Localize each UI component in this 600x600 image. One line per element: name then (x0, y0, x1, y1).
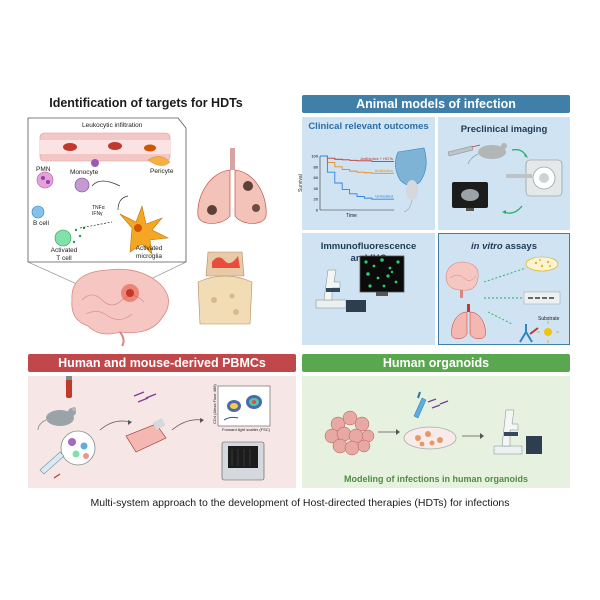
series-label: Antibiotics (375, 168, 393, 173)
arrow (99, 420, 131, 431)
series-line (320, 155, 394, 200)
y-tick-label: 80 (314, 164, 319, 169)
y-tick-label: 100 (311, 154, 318, 159)
b-cell-label: B cell (33, 220, 49, 227)
arrow (117, 195, 129, 211)
series-label: Antibiotics + HDTs (360, 156, 393, 161)
in-vitro-title: in vitro assays (438, 241, 570, 253)
series-line (320, 155, 394, 174)
pbmc-x-axis-label: Forward light scatter (FSC) (222, 427, 271, 432)
footer-caption: Multi-system approach to the development… (90, 497, 510, 509)
y-tick-label: 40 (314, 186, 319, 191)
animal-models-header: Animal models of infection (302, 95, 570, 113)
substrate-label: Substrate (538, 316, 560, 322)
t-cell-label: Activated T cell (50, 247, 78, 262)
red-blood-cell (144, 144, 156, 152)
microglia-label: Activated microglia (135, 245, 163, 260)
y-tick-label: 20 (314, 197, 319, 202)
arrow (79, 221, 113, 229)
bacteria-icon (427, 398, 449, 409)
lungs-icon (197, 169, 231, 224)
controller-icon (346, 300, 366, 312)
pmn-label: PMN (36, 166, 51, 173)
trachea-icon (467, 304, 470, 312)
organoids-caption: Modeling of infections in human organoid… (344, 474, 528, 484)
bacteria-icon (133, 391, 157, 403)
pipette-icon (413, 397, 427, 419)
in-vitro-title-em: in vitro (470, 241, 503, 252)
pmn-icon (36, 171, 54, 189)
clinical-title: Clinical relevant outcomes (308, 121, 429, 132)
brain-icon (445, 261, 479, 291)
series-line (320, 155, 394, 162)
t-cell-icon (54, 229, 72, 247)
lungs-icon (451, 311, 468, 339)
y-tick-label: 60 (314, 175, 319, 180)
series-label: Untreated (375, 194, 393, 199)
substrate-icon (544, 328, 552, 336)
in-vitro-title-rest: assays (502, 241, 537, 252)
organoids-header: Human organoids (302, 354, 570, 372)
cytokine-label-2: IFNγ (92, 211, 103, 217)
pbmc-header: Human and mouse-derived PBMCs (28, 354, 296, 372)
culture-dish-icon (403, 426, 457, 450)
antibody-icon (519, 324, 533, 343)
microglia-icon (119, 204, 170, 255)
organoid-icon (324, 410, 375, 456)
monocyte-icon (74, 177, 90, 193)
arrow (483, 267, 527, 283)
y-tick-label: 0 (316, 208, 319, 213)
mouse-icon (46, 410, 74, 426)
flow-plot (217, 385, 271, 427)
arrow (171, 419, 203, 431)
survival-chart: 0 20 40 60 80 100 Antibiotics + HDTsAntibioti… (311, 154, 394, 213)
pericyte-icon (147, 156, 171, 166)
red-blood-cell (108, 142, 122, 150)
leukocyte-icon (91, 159, 99, 167)
arrow (91, 180, 121, 187)
mouse-icon (406, 180, 418, 200)
arrow (487, 311, 513, 325)
targets-title: Identification of targets for HDTs (49, 96, 243, 110)
blood-bag-icon (39, 451, 65, 475)
leukocytic-label: Leukocytic infiltration (82, 122, 143, 129)
syringe-icon (447, 145, 474, 157)
controller-icon (526, 436, 542, 454)
red-blood-cell (63, 143, 77, 151)
if-ihc-title-line1: Immunofluorescence (320, 241, 417, 252)
mouse-icon (478, 145, 506, 159)
culture-flask-icon (125, 423, 167, 453)
monocyte-label: Monocyte (70, 169, 99, 176)
microscope-icon (493, 445, 523, 455)
petri-dish-icon (525, 256, 559, 272)
imaging-title: Preclinical imaging (460, 124, 548, 135)
pericyte-label: Pericyte (150, 168, 174, 175)
blood-tube-icon (66, 378, 72, 398)
cytokine-label-1: TNFα (92, 205, 105, 211)
trachea-icon (230, 148, 235, 170)
b-cell-icon (31, 205, 45, 219)
chart-xlabel: Time (346, 213, 357, 219)
